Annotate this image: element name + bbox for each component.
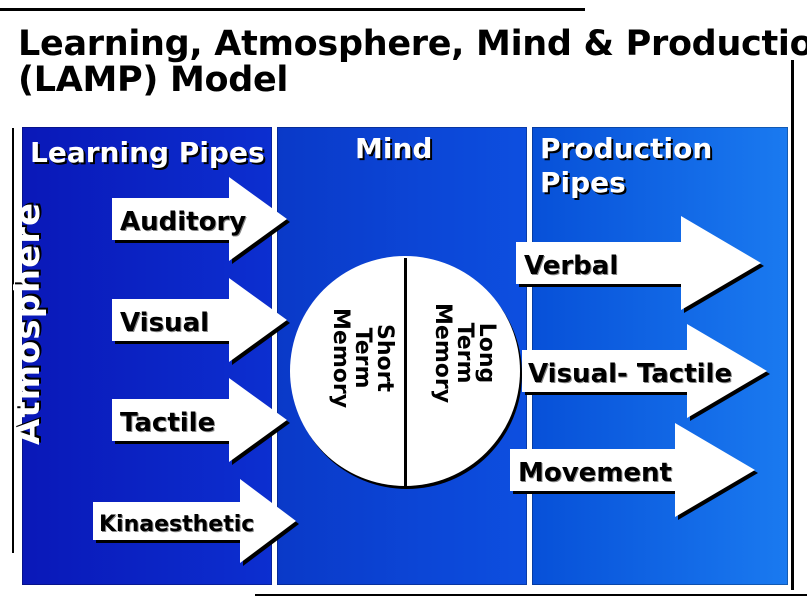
production-pipes-heading-line-2: Pipes	[540, 166, 626, 199]
bottom-rule	[255, 594, 807, 596]
pipe-label-kinaesthetic: Kinaesthetic	[99, 511, 255, 537]
arrow-shape	[93, 479, 299, 566]
pipe-label-auditory: Auditory	[120, 207, 247, 237]
long-term-word-1: Long	[474, 322, 499, 384]
long-term-word-3: Memory	[430, 303, 455, 404]
short-term-word-1: Short	[372, 324, 397, 393]
long-term-word-2: Term	[452, 322, 477, 384]
arrow-shape	[510, 423, 758, 520]
diagram-title: Learning, Atmosphere, Mind & Production …	[18, 26, 807, 98]
short-term-word-3: Memory	[328, 308, 353, 409]
arrow-shape	[112, 378, 290, 465]
arrow-shape	[112, 177, 290, 264]
production-pipes-heading-line-1: Production	[540, 132, 713, 165]
learning-pipes-heading: Learning Pipes	[30, 136, 265, 169]
title-line-2: (LAMP) Model	[18, 60, 289, 100]
pipe-label-movement: Movement	[518, 458, 672, 488]
arrow-shape	[516, 216, 764, 313]
arrow-auditory: Auditory	[112, 177, 294, 267]
memory-divider	[404, 258, 407, 486]
arrow-visual: Visual	[112, 278, 294, 368]
mind-heading: Mind	[355, 132, 433, 165]
arrow-shape	[112, 278, 290, 365]
pipe-label-visual-tactile: Visual- Tactile	[528, 359, 733, 389]
left-rule	[12, 128, 14, 553]
top-rule	[0, 8, 585, 11]
arrow-shape	[522, 324, 770, 421]
atmosphere-label: Atmosphere	[8, 201, 48, 445]
arrow-kinaesthetic: Kinaesthetic	[93, 479, 303, 569]
long-term-memory-label: Long Term Memory	[430, 303, 499, 404]
pipe-label-verbal: Verbal	[524, 251, 619, 281]
right-rule	[791, 60, 794, 590]
arrow-movement: Movement	[510, 423, 762, 523]
title-line-1: Learning, Atmosphere, Mind & Production	[18, 24, 807, 64]
short-term-memory-label: Short Term Memory	[328, 308, 397, 409]
short-term-word-2: Term	[350, 327, 375, 389]
arrow-verbal: Verbal	[516, 216, 768, 316]
pipe-label-visual: Visual	[120, 308, 210, 338]
arrow-tactile: Tactile	[112, 378, 294, 468]
arrow-visual-tactile: Visual- Tactile	[522, 324, 774, 424]
pipe-label-tactile: Tactile	[120, 408, 216, 438]
